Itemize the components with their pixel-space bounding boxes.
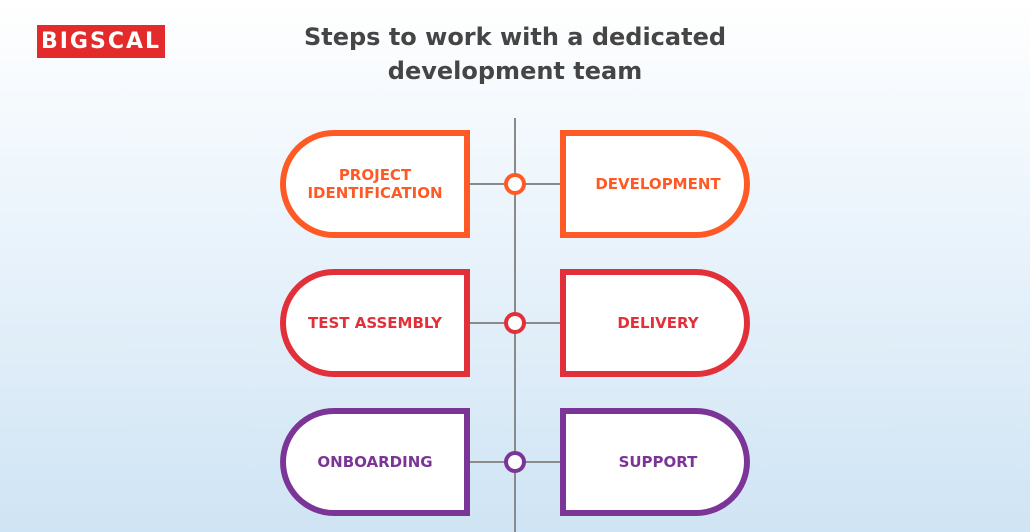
step-label: SUPPORT	[619, 453, 699, 471]
timeline-node	[504, 451, 526, 473]
step-card-body	[286, 136, 464, 232]
title-line-2: development team	[387, 57, 643, 85]
step-card-body	[566, 275, 744, 371]
step-card-right: DEVELOPMENT	[560, 130, 750, 238]
step-card-body	[286, 414, 464, 510]
step-label: PROJECT	[339, 166, 412, 184]
step-card-left: TEST ASSEMBLY	[280, 269, 470, 377]
step-label: ONBOARDING	[317, 453, 432, 471]
step-card-right: SUPPORT	[560, 408, 750, 516]
step-card-left: ONBOARDING	[280, 408, 470, 516]
step-label: DEVELOPMENT	[595, 175, 721, 193]
step-card-right: DELIVERY	[560, 269, 750, 377]
step-card-body	[566, 136, 744, 232]
step-card-body	[286, 275, 464, 371]
step-card-body	[566, 414, 744, 510]
bigscal-logo[interactable]: BIGSCAL	[37, 25, 165, 58]
step-label: DELIVERY	[617, 314, 699, 332]
title-line-1: Steps to work with a dedicated	[303, 23, 727, 51]
step-label: IDENTIFICATION	[307, 184, 442, 202]
step-row-3: ONBOARDING SUPPORT	[280, 408, 750, 516]
page-title: Steps to work with a dedicated developme…	[255, 20, 775, 88]
timeline-node	[504, 173, 526, 195]
step-row-2: TEST ASSEMBLY DELIVERY	[280, 269, 750, 377]
timeline-node	[504, 312, 526, 334]
step-label: TEST ASSEMBLY	[308, 314, 443, 332]
